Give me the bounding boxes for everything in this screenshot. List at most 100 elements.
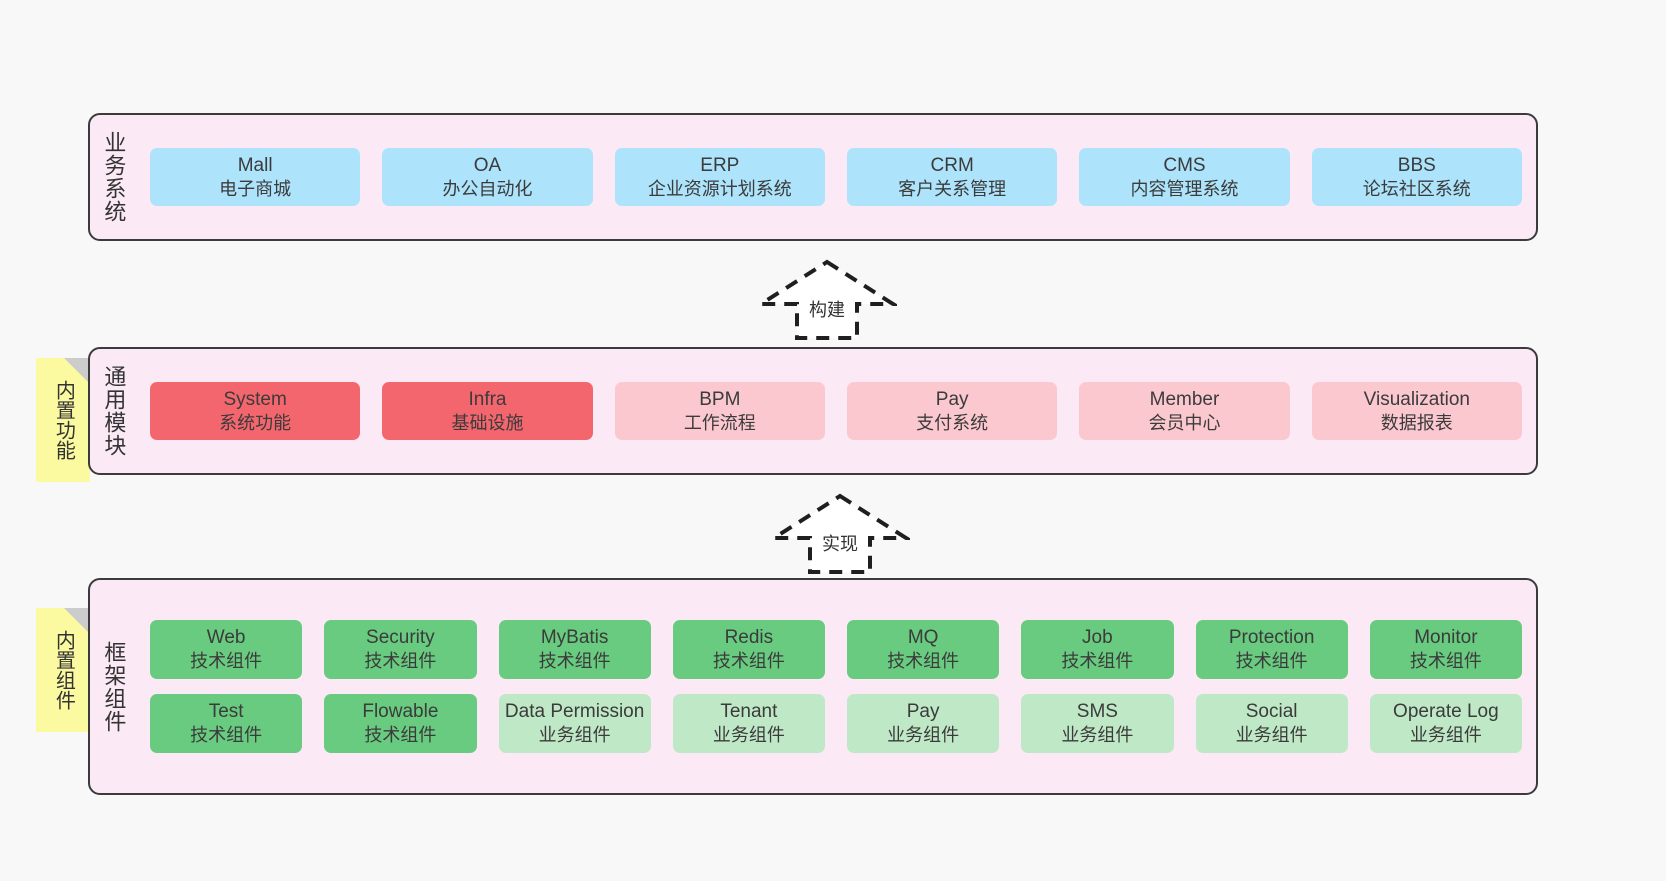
arrow-build: 构建 <box>757 258 897 342</box>
note-built-in-features: 内置功能 <box>36 358 90 482</box>
arrow-implement-label: 实现 <box>822 534 858 554</box>
card-title: Member <box>1149 388 1220 410</box>
card-subtitle: 基础设施 <box>451 412 524 433</box>
card-subtitle: 业务组件 <box>887 724 960 745</box>
card-subtitle: 办公自动化 <box>442 178 533 199</box>
card-subtitle: 客户关系管理 <box>898 178 1007 199</box>
card-title: Operate Log <box>1393 701 1499 722</box>
card-subtitle: 企业资源计划系统 <box>647 178 792 199</box>
card-row: System 系统功能 Infra 基础设施 BPM 工作流程 Pay 支付系统… <box>150 381 1522 441</box>
card-mybatis[interactable]: MyBatis 技术组件 <box>498 620 651 679</box>
card-web[interactable]: Web 技术组件 <box>150 620 303 679</box>
card-job[interactable]: Job 技术组件 <box>1021 620 1174 679</box>
card-mall[interactable]: Mall 电子商城 <box>150 147 361 207</box>
card-subtitle: 技术组件 <box>538 651 611 672</box>
card-title: BPM <box>699 388 741 410</box>
note-label: 内置功能 <box>52 380 75 460</box>
card-title: Monitor <box>1414 627 1478 649</box>
note-built-in-components: 内置组件 <box>36 608 90 732</box>
card-subtitle: 技术组件 <box>190 651 263 672</box>
layer-body-common-modules: System 系统功能 Infra 基础设施 BPM 工作流程 Pay 支付系统… <box>136 349 1536 473</box>
card-security[interactable]: Security 技术组件 <box>324 620 477 679</box>
card-title: Web <box>206 627 246 649</box>
card-subtitle: 内容管理系统 <box>1130 178 1239 199</box>
card-redis[interactable]: Redis 技术组件 <box>672 620 825 679</box>
card-title: Data Permission <box>504 701 645 722</box>
card-title: Flowable <box>362 701 439 722</box>
card-pay[interactable]: Pay 支付系统 <box>846 381 1058 441</box>
card-cms[interactable]: CMS 内容管理系统 <box>1079 147 1290 207</box>
card-subtitle: 技术组件 <box>887 651 960 672</box>
card-title: MyBatis <box>540 627 609 649</box>
arrow-implement: 实现 <box>770 492 910 576</box>
card-system[interactable]: System 系统功能 <box>150 381 361 441</box>
layer-body-framework-components: Web 技术组件 Security 技术组件 MyBatis 技术组件 Redi… <box>136 580 1536 793</box>
card-row: Mall 电子商城 OA 办公自动化 ERP 企业资源计划系统 CRM 客户关系… <box>150 147 1522 207</box>
card-row: Test 技术组件 Flowable 技术组件 Data Permission … <box>150 694 1522 753</box>
card-subtitle: 系统功能 <box>219 412 292 433</box>
card-mq[interactable]: MQ 技术组件 <box>847 620 1000 679</box>
card-title: Infra <box>468 388 507 410</box>
card-subtitle: 论坛社区系统 <box>1362 178 1471 199</box>
card-bpm[interactable]: BPM 工作流程 <box>614 381 825 441</box>
card-title: Pay <box>935 388 969 410</box>
card-title: Social <box>1245 701 1298 722</box>
card-title: BBS <box>1397 154 1436 176</box>
card-subtitle: 数据报表 <box>1380 412 1453 433</box>
card-title: Test <box>208 701 244 722</box>
card-crm[interactable]: CRM 客户关系管理 <box>846 147 1058 207</box>
card-subtitle: 技术组件 <box>712 651 785 672</box>
card-title: Job <box>1082 627 1113 649</box>
card-title: Security <box>366 627 435 649</box>
card-subtitle: 业务组件 <box>1409 724 1482 745</box>
card-title: OA <box>473 154 502 176</box>
card-oa[interactable]: OA 办公自动化 <box>382 147 593 207</box>
card-bbs[interactable]: BBS 论坛社区系统 <box>1311 147 1522 207</box>
card-member[interactable]: Member 会员中心 <box>1079 381 1290 441</box>
card-erp[interactable]: ERP 企业资源计划系统 <box>614 147 825 207</box>
card-monitor[interactable]: Monitor 技术组件 <box>1369 620 1522 679</box>
card-subtitle: 业务组件 <box>1061 724 1134 745</box>
card-operate-log[interactable]: Operate Log 业务组件 <box>1369 694 1522 753</box>
card-visualization[interactable]: Visualization 数据报表 <box>1311 381 1522 441</box>
card-subtitle: 支付系统 <box>916 412 989 433</box>
layer-title-common-modules: 通用模块 <box>101 365 127 457</box>
card-flowable[interactable]: Flowable 技术组件 <box>324 694 477 753</box>
card-title: MQ <box>907 627 939 649</box>
card-data-permission[interactable]: Data Permission 业务组件 <box>498 694 651 753</box>
card-title: CMS <box>1163 154 1206 176</box>
note-fold-icon <box>64 608 90 634</box>
card-title: Visualization <box>1363 388 1470 410</box>
card-subtitle: 技术组件 <box>1235 651 1308 672</box>
card-subtitle: 业务组件 <box>712 724 785 745</box>
layer-title-business-systems: 业务系统 <box>101 131 127 223</box>
card-subtitle: 技术组件 <box>190 724 263 745</box>
card-infra[interactable]: Infra 基础设施 <box>382 381 593 441</box>
card-pay-business[interactable]: Pay 业务组件 <box>847 694 1000 753</box>
card-title: Tenant <box>720 701 778 722</box>
card-subtitle: 技术组件 <box>364 651 437 672</box>
card-subtitle: 业务组件 <box>1235 724 1308 745</box>
card-sms[interactable]: SMS 业务组件 <box>1021 694 1174 753</box>
note-label: 内置组件 <box>52 630 75 710</box>
card-social[interactable]: Social 业务组件 <box>1195 694 1348 753</box>
card-subtitle: 业务组件 <box>538 724 611 745</box>
card-test[interactable]: Test 技术组件 <box>150 694 303 753</box>
card-tenant[interactable]: Tenant 业务组件 <box>672 694 825 753</box>
card-title: System <box>223 388 287 410</box>
card-title: Redis <box>724 627 774 649</box>
layer-business-systems: 业务系统 Mall 电子商城 OA 办公自动化 ERP 企业资源计划系统 CRM… <box>88 113 1538 241</box>
card-subtitle: 会员中心 <box>1148 412 1221 433</box>
card-subtitle: 技术组件 <box>1061 651 1134 672</box>
card-title: CRM <box>930 154 974 176</box>
card-row: Web 技术组件 Security 技术组件 MyBatis 技术组件 Redi… <box>150 620 1522 679</box>
layer-title-framework-components: 框架组件 <box>101 640 127 733</box>
card-title: Pay <box>906 701 940 722</box>
card-title: ERP <box>700 154 740 176</box>
card-title: Mall <box>237 154 273 176</box>
arrow-build-label: 构建 <box>809 300 845 320</box>
layer-common-modules: 通用模块 System 系统功能 Infra 基础设施 BPM 工作流程 Pay… <box>88 347 1538 475</box>
card-protection[interactable]: Protection 技术组件 <box>1195 620 1348 679</box>
card-title: Protection <box>1228 627 1315 649</box>
